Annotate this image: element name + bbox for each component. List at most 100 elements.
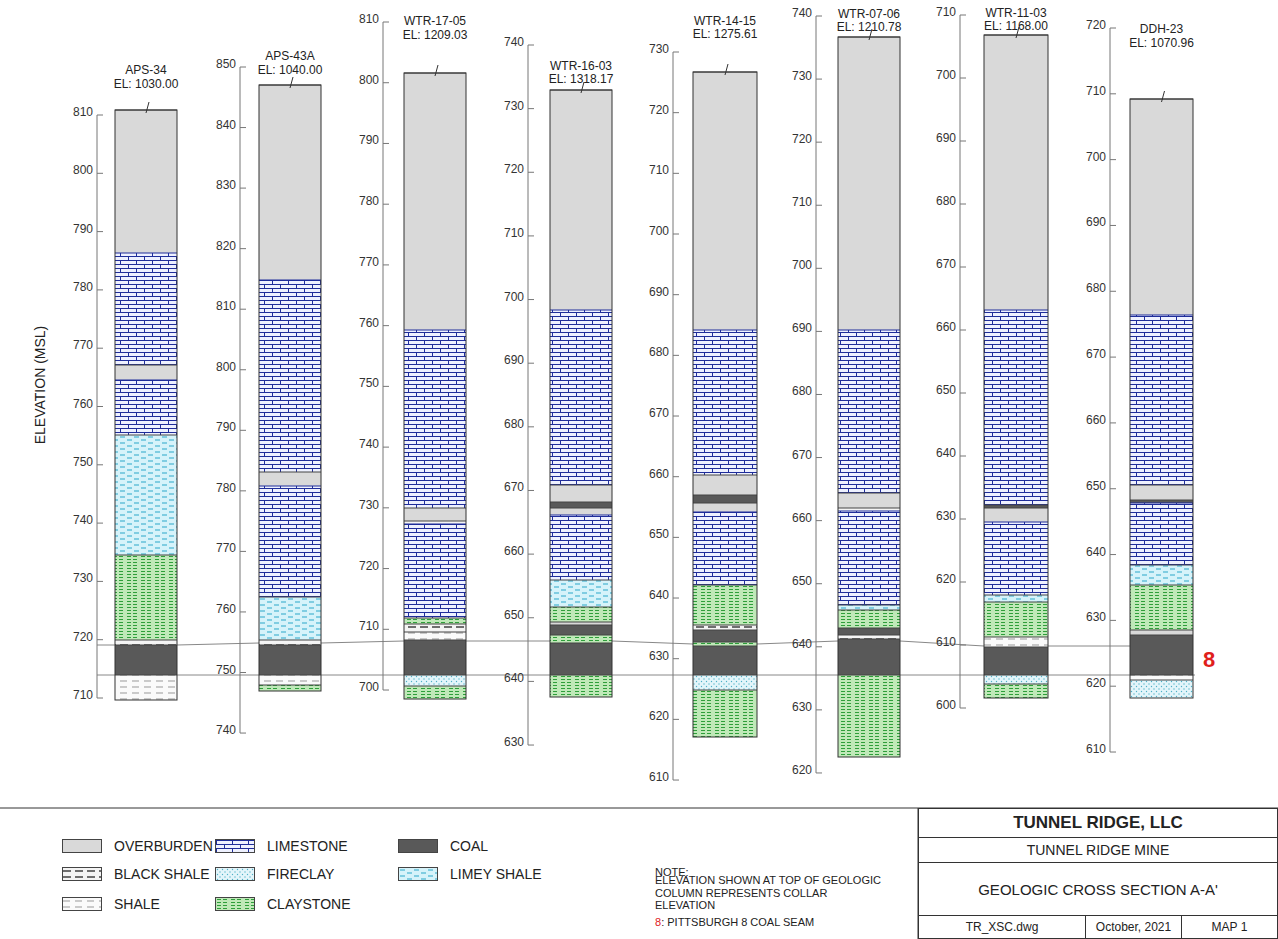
stratum-pattern — [115, 435, 177, 555]
axis-tick — [383, 325, 389, 326]
stratum — [838, 37, 900, 330]
stratum-pattern — [404, 624, 466, 632]
stratum-pattern — [550, 607, 612, 622]
stratum-boundary — [693, 585, 757, 586]
stratum — [1130, 565, 1193, 585]
axis-line — [383, 22, 384, 690]
axis-tick — [97, 231, 103, 232]
tick-label: 640 — [792, 638, 812, 652]
collar-mark — [725, 64, 728, 75]
stratum-boundary — [984, 637, 1048, 638]
stratum — [115, 435, 177, 555]
seam-number: 8 — [1203, 647, 1215, 672]
stratum — [550, 643, 612, 675]
tick-label: 750 — [359, 377, 379, 391]
title-block-cell: MAP 1 — [1181, 915, 1278, 939]
tick-label: 720 — [1086, 19, 1106, 33]
axis-tick — [240, 248, 246, 249]
tick-label: 750 — [73, 456, 93, 470]
axis-tick — [1110, 225, 1116, 226]
tick-label: 630 — [792, 701, 812, 715]
stratum-boundary — [838, 639, 900, 640]
stratum-boundary — [984, 647, 1048, 648]
tick-label: 800 — [73, 164, 93, 178]
tick-label: 680 — [504, 418, 524, 432]
stratum — [550, 485, 612, 502]
stratum-pattern — [1130, 585, 1193, 630]
axis-tick — [673, 598, 679, 599]
tick-label: 720 — [73, 631, 93, 645]
axis-tick — [673, 52, 679, 53]
stratum-boundary — [693, 503, 757, 504]
stratum-pattern — [404, 632, 466, 640]
stratum — [1130, 315, 1193, 485]
axis-tick — [383, 507, 389, 508]
axis-line — [528, 45, 529, 745]
stratum — [259, 645, 321, 675]
tick-label: 680 — [936, 195, 956, 209]
tick-label: 810 — [73, 106, 93, 120]
stratum — [550, 515, 612, 580]
tick-label: 730 — [359, 499, 379, 513]
stratum — [259, 640, 321, 645]
stratum-boundary — [115, 365, 177, 366]
tick-label: 610 — [936, 636, 956, 650]
stratum-boundary — [693, 675, 757, 676]
axis-tick — [240, 309, 246, 310]
axis-tick — [528, 108, 534, 109]
stratum-pattern — [693, 690, 757, 737]
stratum-pattern — [838, 675, 900, 757]
title-block-cell: October, 2021 — [1085, 915, 1182, 939]
axis-tick — [960, 204, 966, 205]
stratum-pattern — [984, 637, 1048, 647]
stratum — [404, 521, 466, 524]
tick-label: 760 — [359, 317, 379, 331]
axis-tick — [240, 67, 246, 68]
stratum — [550, 607, 612, 622]
stratum-pattern — [115, 640, 177, 645]
seam-number: 8 — [655, 916, 661, 928]
stratum — [259, 675, 321, 685]
stratum — [1130, 485, 1193, 500]
stratum — [259, 280, 321, 472]
stratum-pattern — [838, 511, 900, 605]
tick-label: 720 — [504, 163, 524, 177]
stratum-boundary — [115, 675, 177, 676]
stratum-pattern — [693, 625, 757, 630]
hole-name: WTR-17-05 — [404, 15, 466, 29]
stratum — [984, 310, 1048, 505]
legend-label: OVERBURDEN — [114, 838, 213, 854]
stratum-boundary — [1130, 503, 1193, 504]
axis-line — [1110, 28, 1111, 752]
title-text: TUNNEL RIDGE, LLC — [1013, 813, 1183, 833]
title-text: GEOLOGIC CROSS SECTION A-A' — [978, 881, 1218, 898]
axis-tick — [383, 447, 389, 448]
axis-tick — [673, 476, 679, 477]
tick-label: 650 — [792, 575, 812, 589]
axis-tick — [240, 733, 246, 734]
stratum — [259, 85, 321, 280]
axis-tick — [97, 523, 103, 524]
tick-label: 620 — [936, 573, 956, 587]
stratum — [1130, 675, 1193, 680]
collar-mark — [146, 102, 149, 113]
note-text: : PITTSBURGH 8 COAL SEAM — [661, 916, 814, 928]
axis-tick — [816, 268, 822, 269]
stratum-boundary — [404, 521, 466, 522]
stratum-boundary — [1130, 315, 1193, 316]
stratum-pattern — [1130, 680, 1193, 698]
tick-label: 800 — [359, 74, 379, 88]
stratum — [550, 625, 612, 635]
stratum — [259, 472, 321, 486]
stratum-pattern — [550, 310, 612, 485]
axis-line — [960, 15, 961, 708]
axis-tick — [240, 672, 246, 673]
axis-tick — [528, 426, 534, 427]
stratum-pattern — [115, 253, 177, 365]
tick-label: 850 — [216, 58, 236, 72]
stratum — [550, 502, 612, 508]
title-text: TR_XSC.dwg — [966, 920, 1039, 934]
tick-label: 650 — [1086, 480, 1106, 494]
tick-label: 630 — [649, 650, 669, 664]
